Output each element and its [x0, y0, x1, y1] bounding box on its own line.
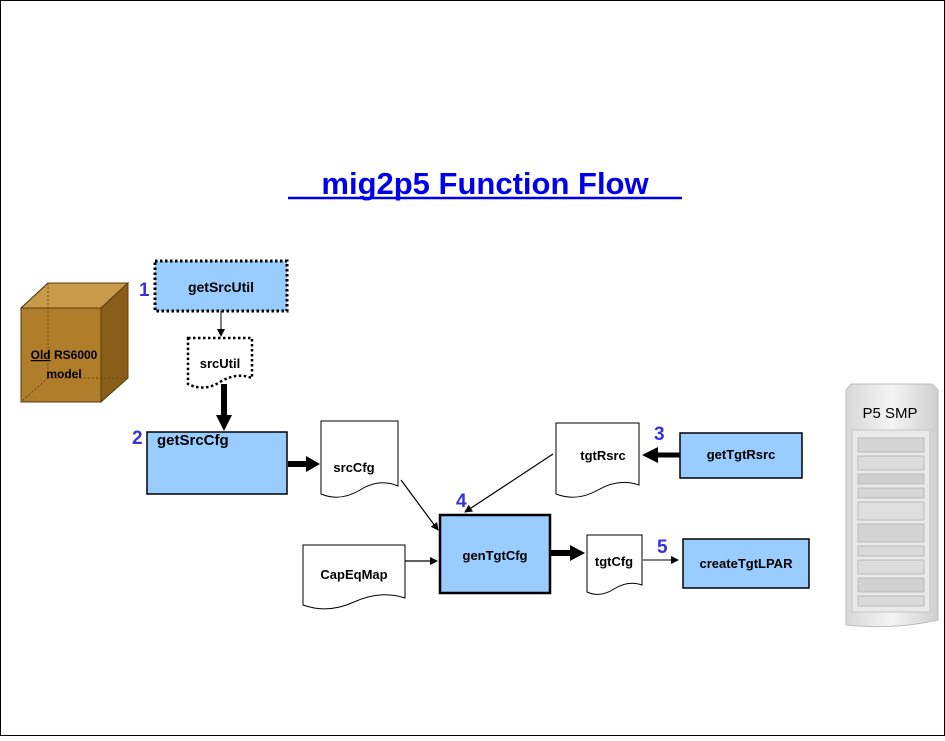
- srcUtil-label: srcUtil: [200, 356, 240, 371]
- step-1-number: 1: [139, 280, 150, 301]
- arrow-getTgtRsrc-to-tgtRsrc-head: [642, 447, 658, 463]
- srcCfg-label: srcCfg: [333, 460, 374, 475]
- arrow-getSrcCfg-to-srcCfg-head: [306, 456, 320, 472]
- step-5-box: [682, 538, 810, 589]
- CapEqMap-label: CapEqMap: [320, 567, 387, 582]
- step-4-number: 4: [456, 491, 467, 512]
- step-2-number: 2: [132, 428, 143, 449]
- step-2-box: [146, 431, 288, 495]
- arrow-srcUtil-to-getSrcCfg-head: [216, 415, 232, 431]
- source-machine-label-line2: model: [46, 367, 81, 381]
- step-5-label: createTgtLPAR: [700, 556, 794, 571]
- step-4-label: genTgtCfg: [463, 548, 528, 563]
- tgtCfg-document: [586, 534, 643, 595]
- step-3-number: 3: [654, 424, 665, 445]
- server-rack-label: P5 SMP: [862, 405, 917, 422]
- tgtRsrc-label: tgtRsrc: [580, 448, 626, 463]
- tgtCfg-label: tgtCfg: [595, 554, 633, 569]
- source-machine-label: Old RS6000: [31, 348, 98, 362]
- CapEqMap-document: [302, 544, 406, 610]
- arrow-tgtRsrc-to-genTgtCfg: [464, 453, 554, 513]
- step-2-label: getSrcCfg: [157, 432, 229, 449]
- arrow-srcCfg-to-genTgtCfg: [400, 479, 439, 531]
- page-title: mig2p5 Function Flow: [321, 166, 649, 201]
- server-rack-image: [845, 383, 939, 628]
- step-1-label: getSrcUtil: [188, 279, 254, 295]
- step-5-number: 5: [657, 537, 668, 558]
- step-4-box: [438, 513, 552, 595]
- step-3-box: [679, 432, 803, 479]
- srcCfg-document: [320, 420, 399, 498]
- step-1-box: [153, 259, 289, 313]
- source-machine-box: [19, 281, 130, 404]
- tgtRsrc-document: [555, 422, 640, 498]
- srcUtil-document: [186, 336, 254, 389]
- arrow-genTgtCfg-to-tgtCfg-head: [570, 545, 585, 561]
- step-3-label: getTgtRsrc: [707, 447, 776, 462]
